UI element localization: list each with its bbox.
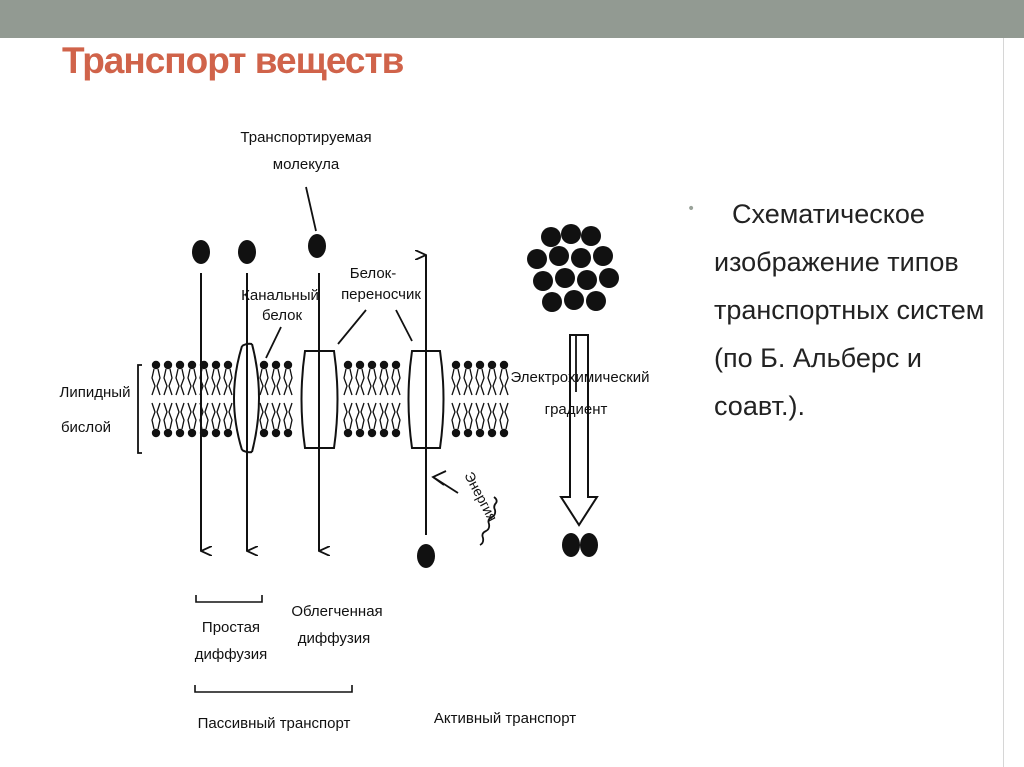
phospholipid [259,360,269,396]
channel-protein [233,342,260,454]
phospholipid [391,402,401,438]
phospholipid [499,360,509,396]
label-facilitated-diffusion-2: диффузия [298,630,371,647]
phospholipid [343,402,353,438]
transport-arrows [200,255,427,551]
phospholipid [211,402,221,438]
bullet-text: Схематическое изображение типов транспор… [714,199,985,421]
phospholipid [451,402,461,438]
phospholipid [463,360,473,396]
phospholipid [379,402,389,438]
phospholipid [451,360,461,396]
phospholipid [487,402,497,438]
molecule-active-inside [417,544,435,568]
label-transported-molecule-1: Транспортируемая [240,129,371,146]
label-energy: Энергия [461,469,500,524]
phospholipid [355,402,365,438]
bullet-dot-icon: • [687,201,696,217]
phospholipid [163,402,173,438]
phospholipid [223,360,233,396]
phospholipid [367,360,377,396]
label-facilitated-diffusion-1: Облегченная [291,603,382,620]
phospholipid [367,402,377,438]
phospholipid [355,360,365,396]
label-lipid-bilayer-2: бислой [61,419,111,436]
label-gradient-1: Электрохимический [510,369,649,386]
label-channel-protein-2: белок [262,307,303,324]
lipid-bilayer [151,360,509,438]
phospholipid [391,360,401,396]
bottom-brackets [194,595,353,693]
phospholipid [475,360,485,396]
phospholipid [223,402,233,438]
phospholipid [151,360,161,396]
phospholipid [343,360,353,396]
label-active-transport: Активный транспорт [434,710,576,727]
slide-title: Транспорт веществ [62,40,404,81]
phospholipid [499,402,509,438]
slide-frame-line [1003,38,1004,767]
molecule-facilitated [308,234,326,258]
molecule-simple-lipid [192,240,210,264]
top-bar [0,0,1024,38]
molecule-cluster [527,224,619,312]
phospholipid [259,402,269,438]
phospholipid [475,402,485,438]
energy-squiggle [431,470,498,546]
gradient-arrow [559,334,599,527]
bullet-list: • Схематическое изображение типов трансп… [687,190,1000,430]
molecule-gradient-low-1 [562,533,580,557]
label-leaders [137,186,577,454]
phospholipid [379,360,389,396]
label-simple-diffusion-1: Простая [202,619,260,636]
molecules [192,234,598,568]
label-simple-diffusion-2: диффузия [195,646,268,663]
phospholipid [283,360,293,396]
phospholipid [151,402,161,438]
label-carrier-protein-1: Белок- [350,265,397,282]
phospholipid [187,402,197,438]
label-transported-molecule-2: молекула [273,156,340,173]
label-passive-transport: Пассивный транспорт [198,715,351,732]
label-carrier-protein-2: переносчик [341,286,421,303]
phospholipid [271,402,281,438]
phospholipid [271,360,281,396]
label-channel-protein-1: Канальный [241,287,319,304]
molecule-gradient-low-2 [580,533,598,557]
phospholipid [487,360,497,396]
phospholipid [175,402,185,438]
phospholipid [163,360,173,396]
molecule-simple-channel [238,240,256,264]
phospholipid [283,402,293,438]
phospholipid [187,360,197,396]
phospholipid [211,360,221,396]
phospholipid [463,402,473,438]
membrane-transport-diagram: Транспортируемая молекула Канальный бело… [60,129,650,732]
label-lipid-bilayer-1: Липидный [60,384,131,401]
label-gradient-2: градиент [545,401,608,418]
phospholipid [175,360,185,396]
